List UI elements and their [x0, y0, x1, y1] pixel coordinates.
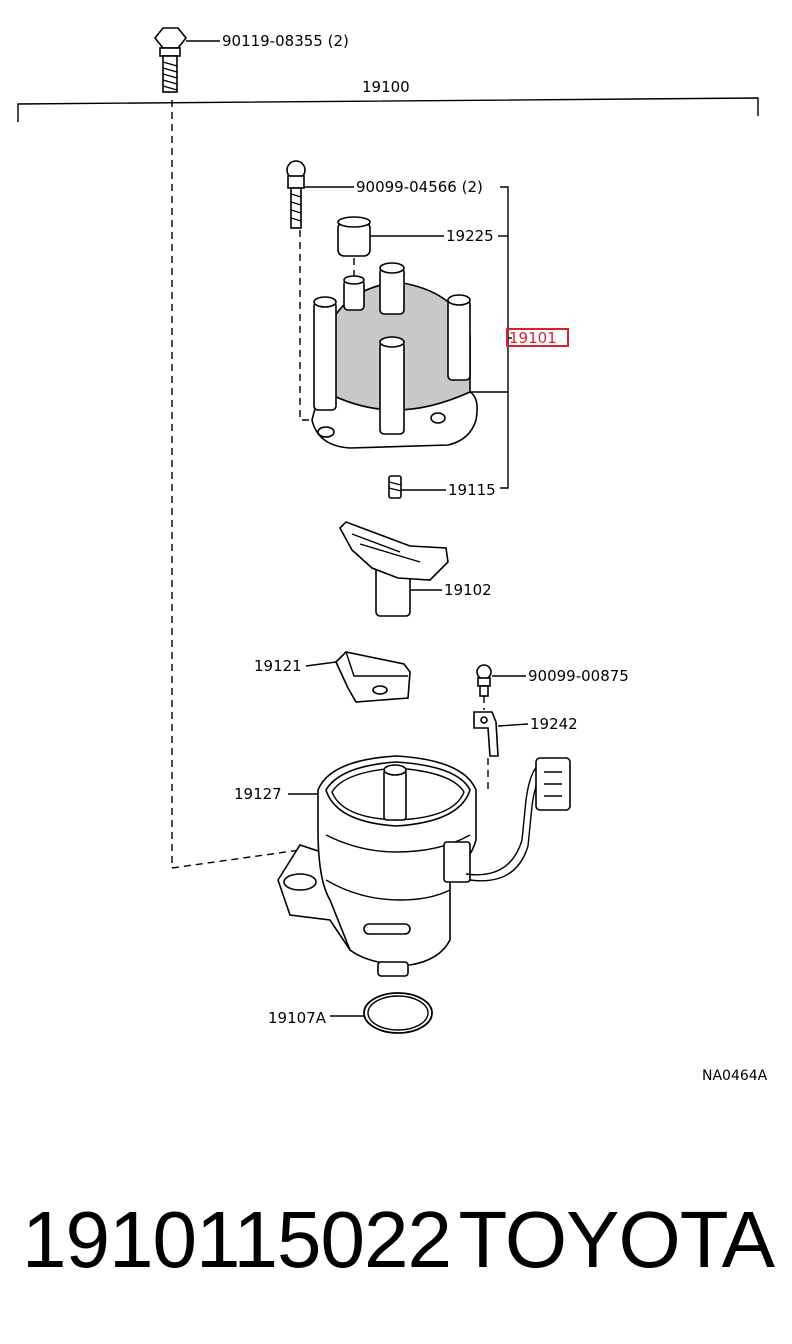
- label-oring: 19107A: [268, 1009, 327, 1027]
- screw-90099-04566[interactable]: [286, 160, 306, 229]
- label-screw-cap: 90099-04566 (2): [356, 178, 483, 196]
- highlight-box: [506, 328, 569, 347]
- distributor-body[interactable]: [277, 755, 477, 977]
- bolt-90119-08355[interactable]: [153, 27, 188, 93]
- wire-connector[interactable]: [465, 757, 571, 882]
- diagram-code: NA0464A: [702, 1068, 768, 1084]
- footer: 1910115022 TOYOTA: [0, 1180, 792, 1300]
- oring-19107A[interactable]: [363, 992, 433, 1034]
- spring-19115[interactable]: [388, 475, 402, 499]
- label-gasket: 19127: [234, 785, 282, 803]
- label-rotor: 19102: [444, 581, 492, 599]
- label-cap: 19101: [509, 329, 557, 347]
- label-clamp: 19242: [530, 715, 578, 733]
- label-spring: 19115: [448, 481, 496, 499]
- rotor-19102[interactable]: [339, 521, 449, 617]
- plate-19121[interactable]: [335, 651, 411, 703]
- label-bolt-top: 90119-08355 (2): [222, 32, 349, 50]
- label-bolt-clamp: 90099-00875: [528, 667, 629, 685]
- parts-diagram: 90119-08355 (2) 19100 90099-04566 (2) 19…: [17, 27, 768, 1084]
- label-carbon: 19225: [446, 227, 494, 245]
- part-number: 1910115022: [22, 1195, 452, 1284]
- distributor-cap-19101[interactable]: [311, 262, 478, 449]
- clamp-19242[interactable]: [473, 711, 499, 757]
- label-plate: 19121: [254, 657, 302, 675]
- brand-name: TOYOTA: [458, 1195, 775, 1284]
- label-assembly: 19100: [362, 78, 410, 96]
- bolt-90099-00875[interactable]: [476, 664, 492, 697]
- carbon-19225[interactable]: [337, 216, 371, 257]
